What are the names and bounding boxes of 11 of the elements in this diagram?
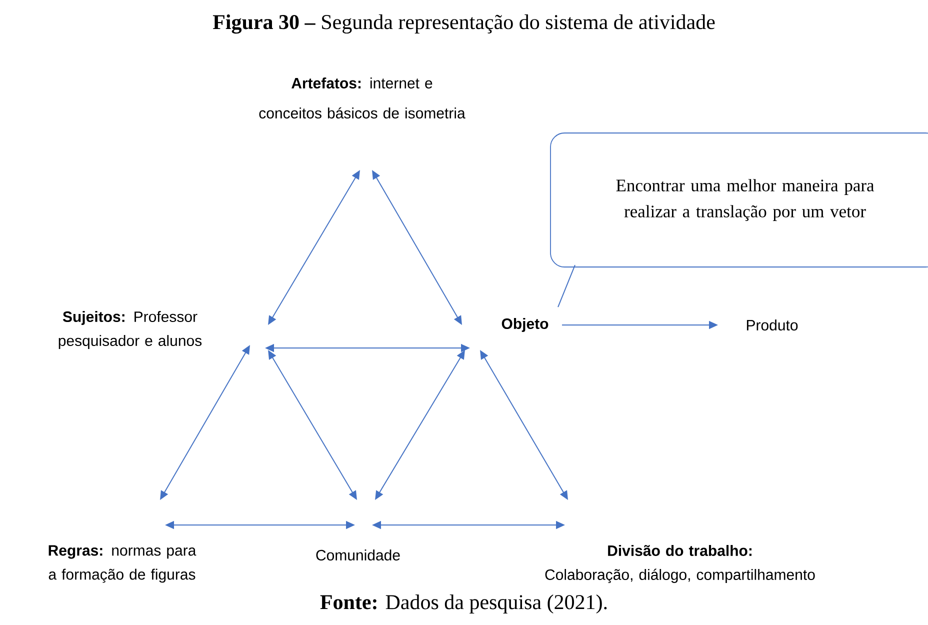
figure-caption: Fonte: Dados da pesquisa (2021). xyxy=(320,594,607,614)
node-label: Objeto xyxy=(502,318,548,332)
node-label: Divisão do trabalho: Colaboração, diálogo, compartilhamento xyxy=(545,544,815,584)
node-label: Comunidade xyxy=(316,550,400,560)
node-label: Sujeitos: Professor pesquisador e alunos xyxy=(58,311,202,349)
callout-box: Encontrar uma melhor maneira para realizar a translação por um vetor xyxy=(550,132,928,268)
leader-line xyxy=(558,264,576,308)
figure-title: Figura 30 – Segunda representação do sistema de atividade xyxy=(212,14,715,34)
node-label: Regras: normas para a formação de figuras xyxy=(48,545,196,583)
node-label: Produto xyxy=(746,320,798,330)
node-label: Artefatos: internet e conceitos básicos de isometria xyxy=(259,78,466,118)
